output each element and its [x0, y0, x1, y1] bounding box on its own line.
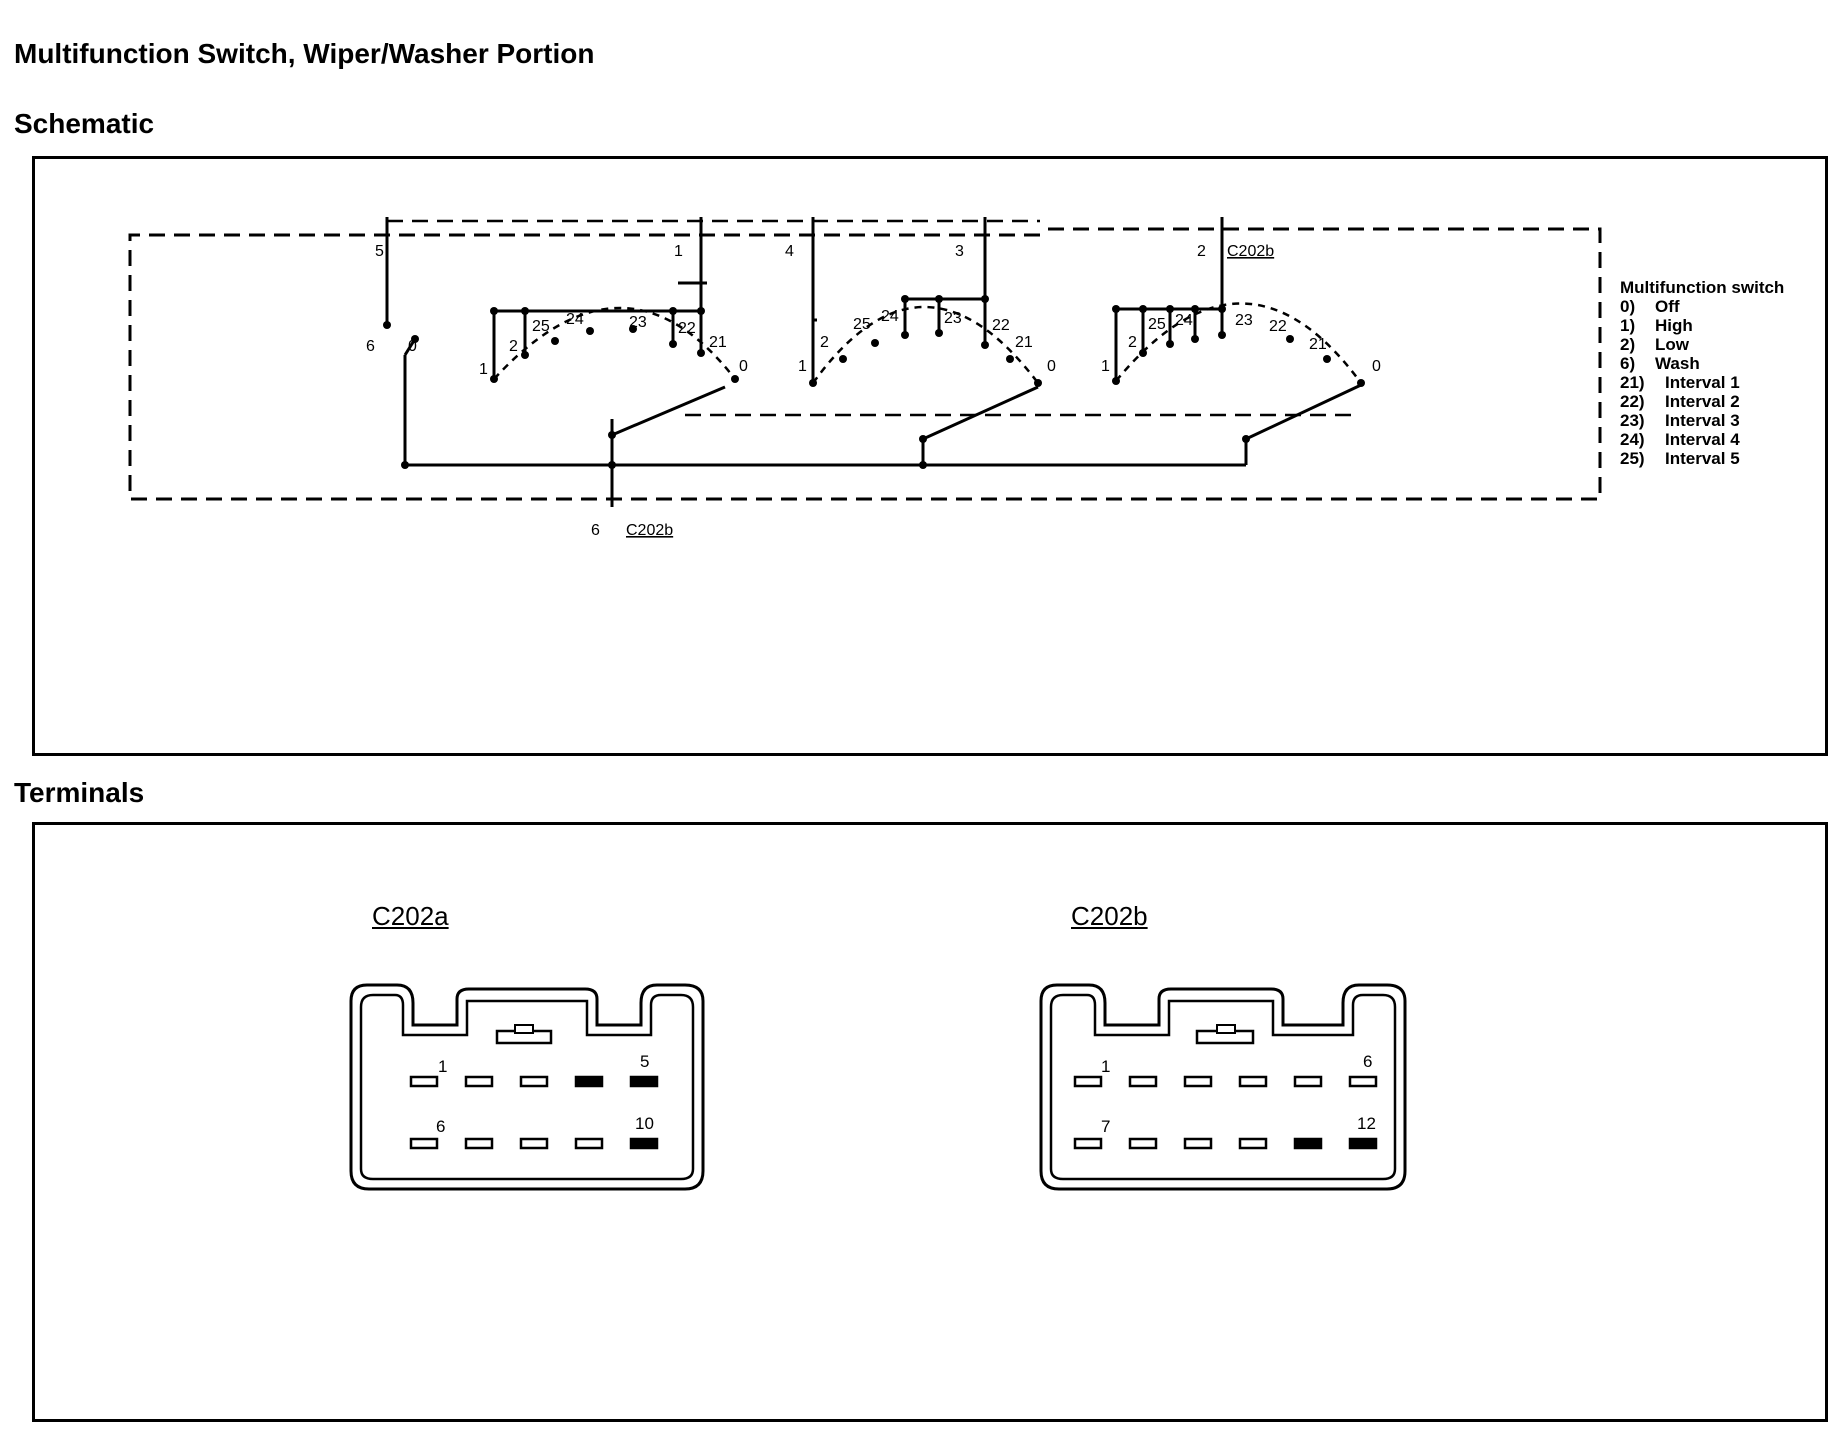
c202a-pin-label: 5	[640, 1052, 649, 1071]
pin-label-2: 2	[1197, 243, 1206, 260]
wafer3-wiper	[1245, 383, 1362, 441]
c202a-top-row	[409, 1075, 659, 1088]
switch-boundary	[128, 227, 1602, 501]
terminals-heading: Terminals	[14, 777, 145, 808]
terminals-panel: C202a C202b	[32, 822, 1828, 1422]
wafer1-label-2: 2	[509, 338, 518, 355]
wafer2-label-25: 25	[853, 316, 871, 333]
switch-legend: Multifunction switch 0) Off 1) High 2) L…	[1620, 278, 1784, 468]
terminals-diagram: 1 5 6 10	[349, 983, 1407, 1191]
wafer2-label-22: 22	[992, 317, 1010, 334]
wafer2-label-1: 1	[798, 358, 807, 375]
legend-code: 0)	[1620, 297, 1635, 316]
c202a-pin-label: 1	[438, 1057, 447, 1076]
legend-code: 6)	[1620, 354, 1635, 373]
c202b-top-row	[1073, 1075, 1378, 1088]
legend-code: 2)	[1620, 335, 1635, 354]
connector-c202a: 1 5 6 10	[349, 983, 705, 1191]
schematic-diagram: 5 1 4 3 2 C202b 6 C202b 6 0 1 2 25 24 23…	[128, 217, 1784, 539]
wafer3-label-21: 21	[1309, 336, 1327, 353]
legend-label: Interval 5	[1665, 449, 1740, 468]
wafer3-label-2: 2	[1128, 334, 1137, 351]
legend-label: Off	[1655, 297, 1680, 316]
wafer2-label-24: 24	[881, 308, 899, 325]
legend-code: 22)	[1620, 392, 1645, 411]
wash-pin-label: 6	[366, 338, 375, 355]
junction-dots	[383, 295, 1365, 469]
legend-code: 24)	[1620, 430, 1645, 449]
wafer3-label-1: 1	[1101, 358, 1110, 375]
legend-code: 21)	[1620, 373, 1645, 392]
wash-position-label: 0	[408, 338, 417, 355]
schematic-heading: Schematic	[14, 108, 155, 139]
legend-title: Multifunction switch	[1620, 278, 1784, 297]
wafer2-wiper	[922, 385, 1039, 441]
wafer2-label-21: 21	[1015, 334, 1033, 351]
wafer2-label-23: 23	[944, 310, 962, 327]
legend-label: Low	[1655, 335, 1690, 354]
wafer3-label-25: 25	[1148, 316, 1166, 333]
wafer1-label-23: 23	[629, 314, 647, 331]
wafer3-label-23: 23	[1235, 312, 1253, 329]
legend-label: Interval 2	[1665, 392, 1740, 411]
legend-code: 25)	[1620, 449, 1645, 468]
c202a-pin-label: 6	[436, 1117, 445, 1136]
c202b-pin-label: 6	[1363, 1052, 1372, 1071]
wafer3-label-24: 24	[1175, 312, 1193, 329]
wafer1-contact-arc	[493, 306, 736, 380]
pin-label-1: 1	[674, 243, 683, 260]
legend-label: Wash	[1655, 354, 1700, 373]
wafer3-label-22: 22	[1269, 318, 1287, 335]
legend-code: 23)	[1620, 411, 1645, 430]
legend-label: High	[1655, 316, 1693, 335]
pin-label-5: 5	[375, 243, 384, 260]
wafer1-label-25: 25	[532, 318, 550, 335]
top-connector-label: C202b	[1227, 243, 1274, 260]
wafer3-label-0: 0	[1372, 358, 1381, 375]
page-title: Multifunction Switch, Wiper/Washer Porti…	[14, 38, 595, 69]
c202b-bottom-row	[1073, 1137, 1378, 1150]
connector-c202b-title: C202b	[1071, 901, 1148, 931]
wafer1-wiper	[611, 385, 726, 437]
pin-label-3: 3	[955, 243, 964, 260]
wafer1-label-22: 22	[678, 320, 696, 337]
c202a-bottom-row	[409, 1137, 659, 1150]
c202a-pin-label: 10	[635, 1114, 654, 1133]
wafer3-contact-arc	[1115, 302, 1363, 384]
legend-code: 1)	[1620, 316, 1635, 335]
wafer2-contact-arc	[811, 305, 1039, 384]
wafer1-label-0: 0	[739, 358, 748, 375]
wafer1-label-21: 21	[709, 334, 727, 351]
wafer1-label-1: 1	[479, 361, 488, 378]
c202b-pin-label: 12	[1357, 1114, 1376, 1133]
wafer1-label-24: 24	[566, 311, 584, 328]
pin-label-4: 4	[785, 243, 794, 260]
legend-label: Interval 4	[1665, 430, 1740, 449]
connector-c202b: 1 6 7 12	[1039, 983, 1407, 1191]
legend-label: Interval 1	[1665, 373, 1740, 392]
wafer2-label-0: 0	[1047, 358, 1056, 375]
connector-c202a-title: C202a	[372, 901, 449, 931]
c202b-pin-label: 1	[1101, 1057, 1110, 1076]
schematic-panel: 5 1 4 3 2 C202b 6 C202b 6 0 1 2 25 24 23…	[32, 156, 1828, 756]
c202b-pin-label: 7	[1101, 1117, 1110, 1136]
pin-label-6: 6	[591, 522, 600, 539]
legend-label: Interval 3	[1665, 411, 1740, 430]
bottom-connector-label: C202b	[626, 522, 673, 539]
wafer2-label-2: 2	[820, 334, 829, 351]
